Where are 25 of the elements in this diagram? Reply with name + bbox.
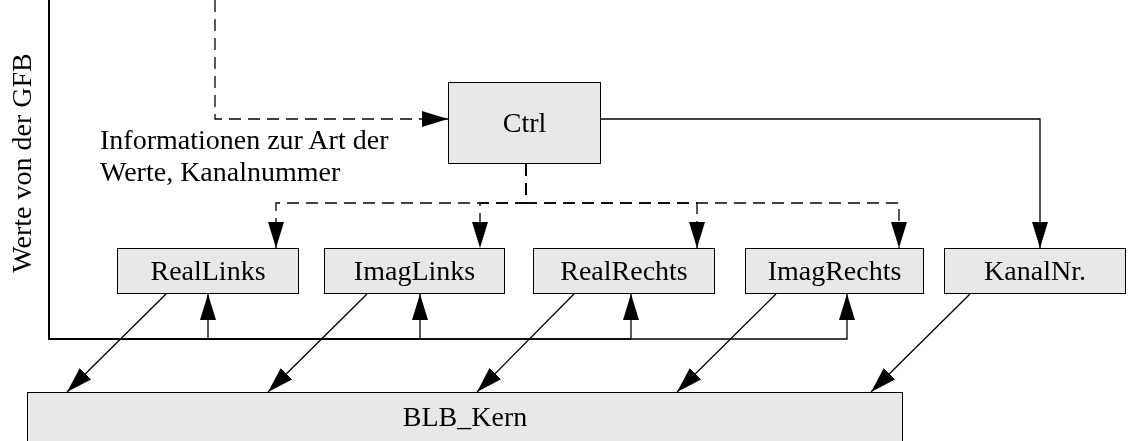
arrow (870, 293, 971, 393)
box-label: ImagLinks (353, 255, 476, 287)
core-block (27, 392, 903, 441)
box-label: BLB_Kern (402, 401, 528, 433)
arrow (600, 118, 1048, 249)
register-box (324, 248, 505, 294)
input-arrow (48, 0, 855, 340)
register-box (745, 248, 924, 294)
arrow (267, 293, 368, 393)
arrow (476, 293, 575, 393)
process-box (448, 82, 601, 164)
box-label: Ctrl (502, 107, 547, 139)
box-label: ImagRechts (767, 255, 902, 287)
annotation-text: Informationen zur Art der Werte, Kanalnummer (100, 124, 390, 188)
register-box (533, 248, 715, 294)
arrow (525, 163, 907, 249)
box-label: RealRechts (560, 255, 688, 287)
input-arrow (214, 0, 449, 127)
register-box (117, 248, 299, 294)
arrow (676, 293, 777, 393)
register-box (944, 248, 1126, 294)
arrow (66, 293, 167, 393)
axis-label: Werte von der GFB (6, 52, 38, 275)
box-label: RealLinks (150, 255, 266, 287)
box-label: KanalNr. (984, 255, 1086, 287)
